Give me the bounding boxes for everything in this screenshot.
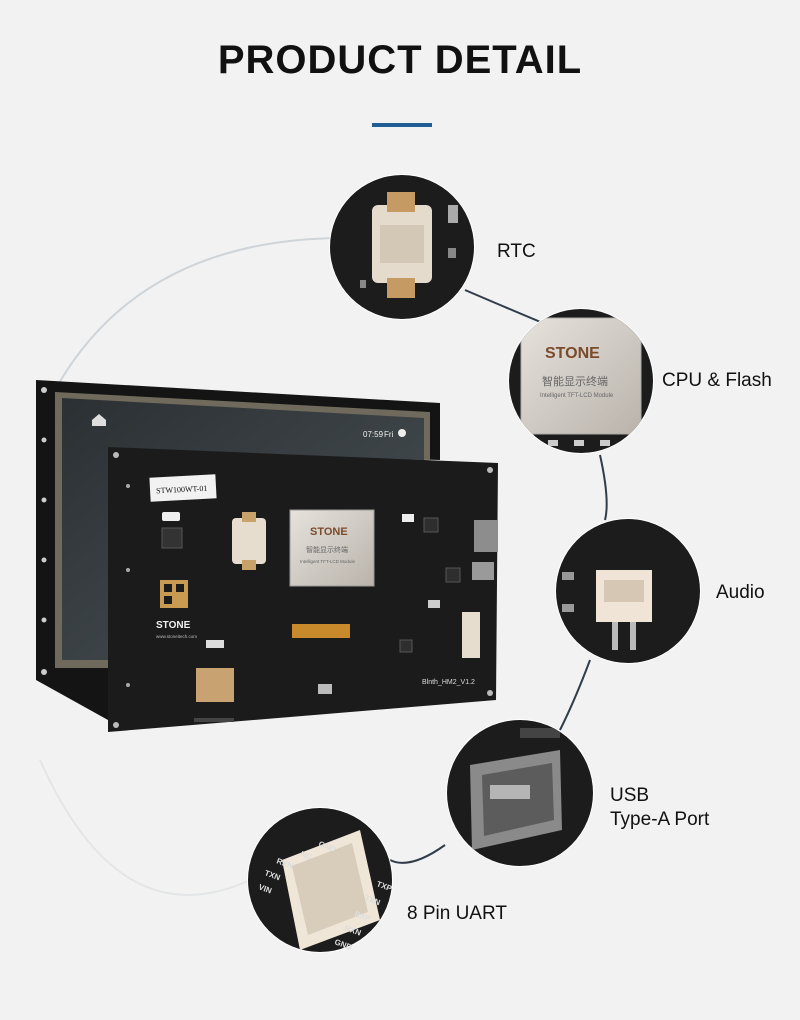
feature-connector-arc <box>389 289 608 864</box>
cpu-zoom-en: Intelligent TFT-LCD Module <box>540 393 614 399</box>
cpu-flash-zoom <box>508 308 654 454</box>
display-front-panel <box>36 380 440 720</box>
cpu-flash-label: CPU & Flash <box>662 370 772 391</box>
cpu-zoom-cn: 智能显示终端 <box>542 374 608 388</box>
audio-zoom <box>555 518 701 664</box>
usb-label-line1: USB <box>610 785 650 806</box>
chip-en: Intelligent TFT-LCD Module <box>300 559 355 564</box>
background-arc <box>39 237 341 896</box>
title-underline <box>372 123 432 127</box>
clock-time: 07:59 <box>363 430 384 439</box>
uart-label: 8 Pin UART <box>407 903 507 924</box>
page-title: PRODUCT DETAIL <box>217 38 583 82</box>
usb-label-line2: Type-A Port <box>610 809 710 830</box>
chip-brand: STONE <box>310 526 348 538</box>
clock-day: Fri <box>384 430 394 439</box>
uart-zoom <box>247 807 393 953</box>
pcb-board <box>108 447 498 732</box>
board-site: www.stoneitech.com <box>156 634 197 639</box>
weather-icon <box>398 429 406 437</box>
model-label: STW100WT-01 <box>156 484 208 496</box>
uart-pin-left-1: NC <box>299 849 313 861</box>
home-icon <box>92 414 106 426</box>
rtc-label: RTC <box>497 241 536 262</box>
chip-cn: 智能显示终端 <box>306 545 348 554</box>
board-brand: STONE <box>156 620 191 631</box>
board-revision: Blnth_HM2_V1.2 <box>422 679 475 686</box>
uart-pin-left-4: VIN <box>257 882 273 895</box>
audio-label: Audio <box>716 582 765 603</box>
cpu-zoom-brand: STONE <box>545 345 600 362</box>
usb-zoom <box>446 719 594 867</box>
rtc-zoom <box>329 174 475 320</box>
